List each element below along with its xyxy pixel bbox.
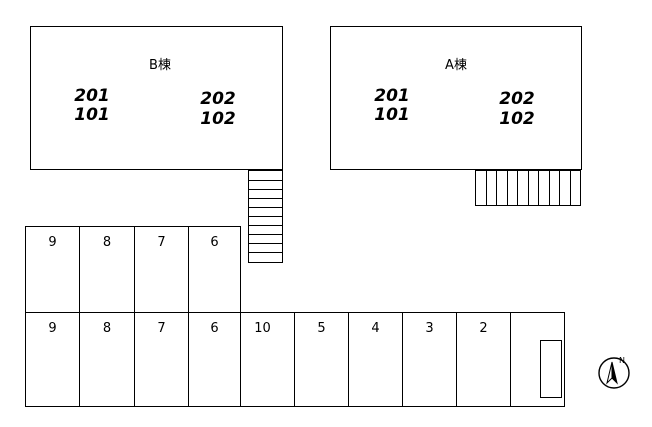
building-b-unit-lower-right: 102: [200, 109, 236, 129]
building-a-staircase: [475, 170, 581, 206]
building-a-label: A棟: [445, 58, 467, 73]
building-a-unit-lower-right: 102: [499, 109, 535, 129]
stall-number: 9: [48, 321, 57, 336]
parking-stall-lower: 10: [240, 312, 295, 407]
stall-number: 10: [254, 321, 271, 336]
parking-stall-lower: [510, 312, 565, 407]
stall-number: 9: [48, 235, 57, 250]
stall-number: 7: [157, 235, 166, 250]
building-a-unit-upper-right: 202: [499, 89, 535, 109]
parking-stall-lower: 6: [188, 312, 241, 407]
stall-number: 4: [371, 321, 380, 336]
parking-stall-lower: 8: [79, 312, 135, 407]
stall-number: 2: [479, 321, 488, 336]
building-b-label: B棟: [149, 58, 171, 73]
compass-north-label: N: [619, 356, 625, 365]
parking-stall-lower: 9: [25, 312, 80, 407]
building-a-unit-upper-left: 201: [374, 86, 410, 106]
stall-inner-marking: [540, 340, 562, 398]
parking-stall-lower: 7: [134, 312, 189, 407]
stall-number: 8: [102, 321, 112, 336]
building-b-staircase: [248, 170, 283, 263]
stall-number: 3: [425, 321, 434, 336]
parking-stall-upper: 6: [188, 226, 241, 313]
parking-stall-lower: 4: [348, 312, 403, 407]
parking-stall-lower: 3: [402, 312, 457, 407]
north-arrow-icon: N: [598, 356, 630, 389]
building-a-unit-lower-left: 101: [374, 105, 410, 125]
building-b-unit-lower-left: 101: [74, 105, 110, 125]
parking-stall-lower: 2: [456, 312, 511, 407]
stall-number: 6: [210, 321, 219, 336]
stall-number: 6: [210, 235, 219, 250]
parking-stall-upper: 7: [134, 226, 189, 313]
stall-number: 7: [157, 321, 166, 336]
parking-stall-lower: 5: [294, 312, 349, 407]
parking-stall-upper: 8: [79, 226, 135, 313]
stall-number: 5: [317, 321, 326, 336]
building-b-unit-upper-left: 201: [74, 86, 110, 106]
building-b: [30, 26, 283, 170]
building-a: [330, 26, 582, 170]
building-b-unit-upper-right: 202: [200, 89, 236, 109]
stall-number: 8: [102, 235, 112, 250]
parking-stall-upper: 9: [25, 226, 80, 313]
